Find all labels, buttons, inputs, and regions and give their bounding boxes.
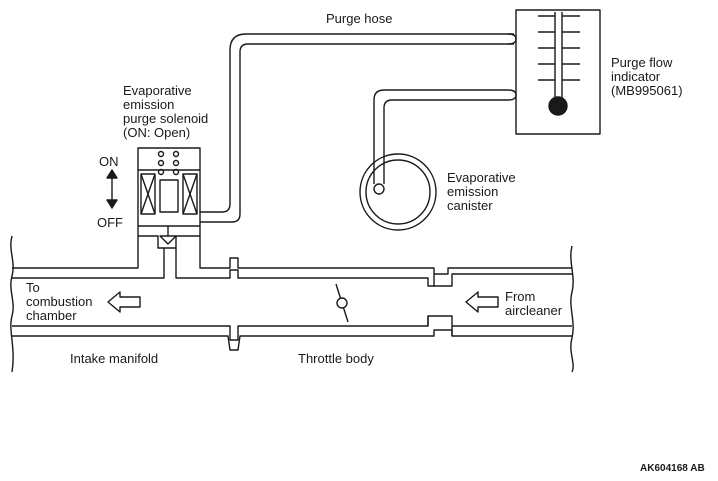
evaporative-canister: [359, 153, 437, 231]
arrow-from-aircleaner: [465, 291, 499, 313]
label-on: ON: [99, 154, 119, 169]
label-purge-hose: Purge hose: [326, 11, 393, 26]
purge-hose: [210, 33, 514, 213]
label-canister: Evaporative emission canister: [447, 170, 516, 213]
label-from-aircleaner: From aircleaner: [505, 289, 563, 318]
canister-hose: [373, 89, 508, 184]
label-off: OFF: [97, 215, 123, 230]
arrow-to-combustion: [107, 291, 141, 313]
on-off-arrow: [106, 169, 118, 209]
label-purge-solenoid: Evaporative emission purge solenoid (ON:…: [123, 83, 209, 140]
label-throttle-body: Throttle body: [298, 351, 374, 366]
purge-flow-indicator: [507, 9, 601, 135]
label-intake-manifold: Intake manifold: [70, 351, 159, 366]
label-purge-flow-indicator: Purge flow indicator (MB995061): [611, 55, 683, 98]
label-to-combustion-chamber: To combustion chamber: [26, 280, 93, 323]
purge-solenoid: [137, 147, 210, 249]
figure-code: AK604168 AB: [640, 463, 705, 474]
intake-pipe: [10, 235, 574, 373]
throttle-valve: [335, 283, 349, 323]
